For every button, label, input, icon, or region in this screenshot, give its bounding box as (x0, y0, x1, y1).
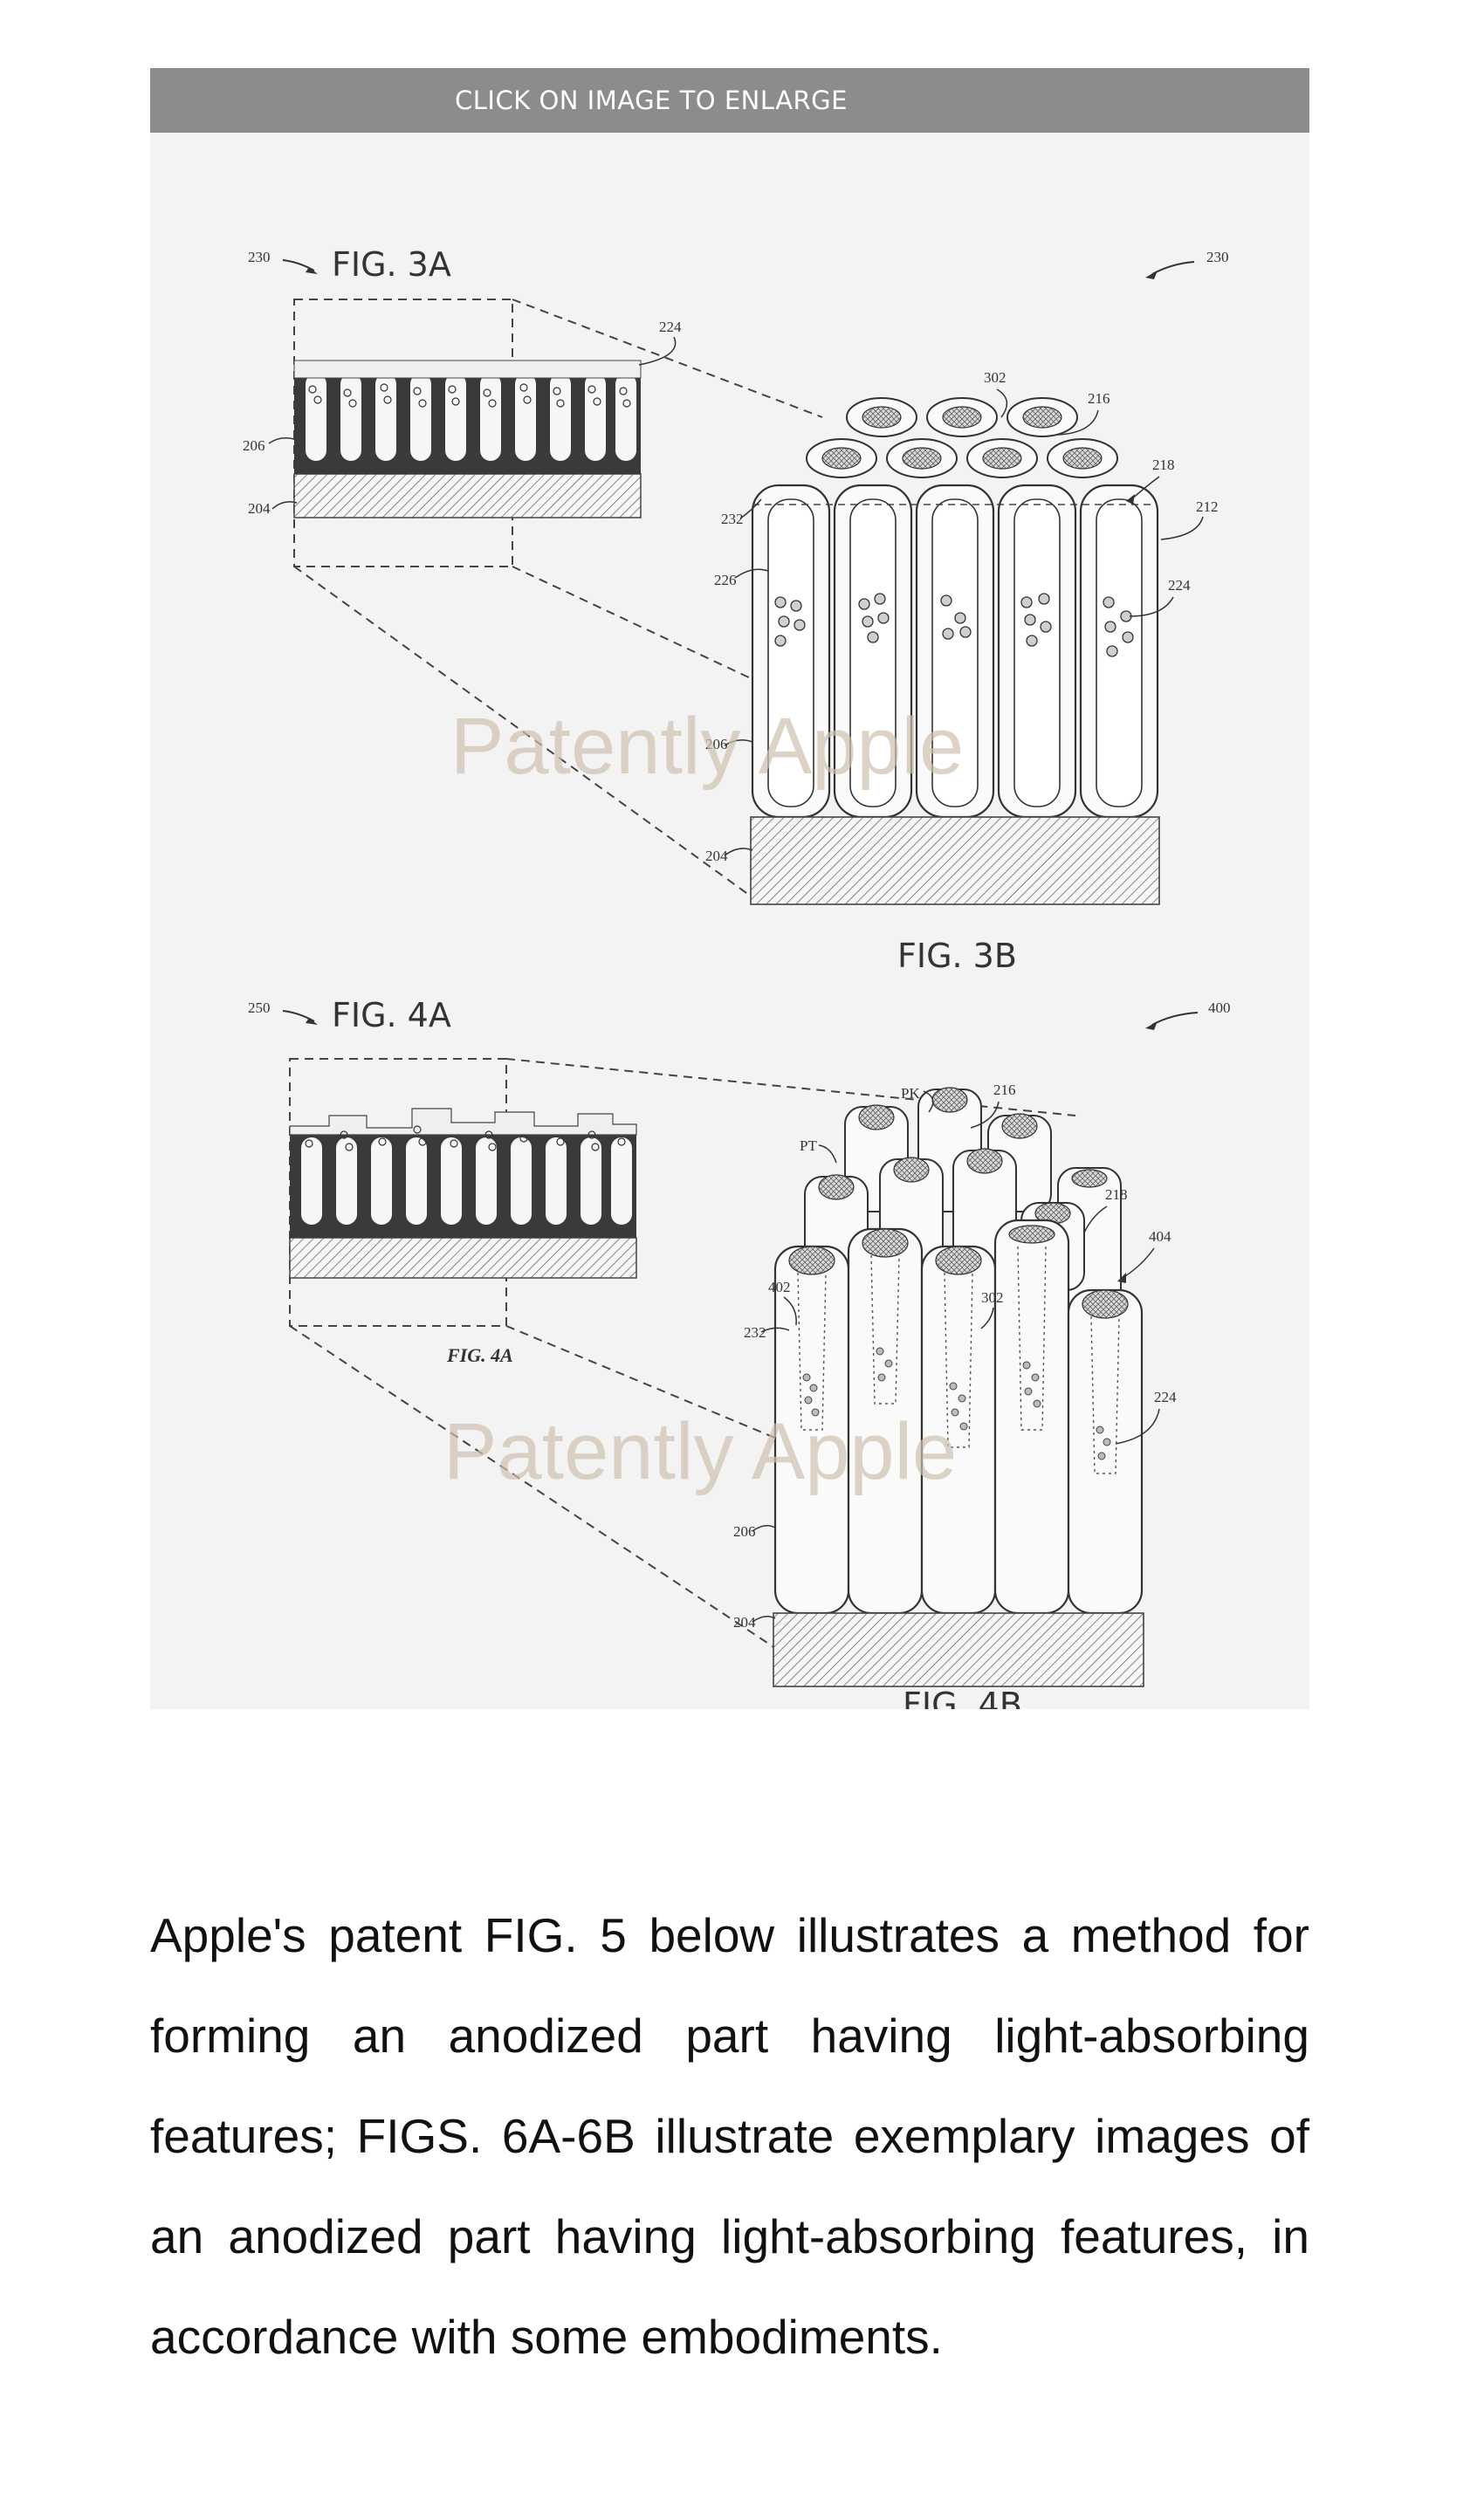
click-to-enlarge-label: CLICK ON IMAGE TO ENLARGE (455, 86, 848, 115)
fig-4b: 400 (733, 999, 1231, 1709)
ref-232-fig4b: 232 (744, 1324, 766, 1341)
ref-206-fig3b: 206 (705, 736, 728, 752)
fig-3b: 230 (705, 249, 1229, 975)
ref-230-fig3a: 230 (248, 249, 271, 265)
ref-230-fig3b: 230 (1206, 249, 1229, 265)
patent-drawing-svg: 230 FIG. 3A (243, 245, 1231, 1709)
ref-pt-fig4b: PT (800, 1137, 817, 1154)
ref-302-fig4b: 302 (981, 1289, 1004, 1306)
watermark-bottom: Patently Apple (443, 1407, 957, 1496)
ref-216-fig3b: 216 (1088, 390, 1110, 407)
ref-400-fig4b: 400 (1208, 999, 1231, 1016)
ref-226-fig3b: 226 (714, 572, 737, 588)
fig-3a: 230 FIG. 3A (243, 245, 823, 898)
fig-4a-caption: FIG. 4A (446, 1344, 513, 1366)
ref-216-fig4b: 216 (993, 1082, 1016, 1098)
ref-224-fig4b: 224 (1154, 1389, 1177, 1405)
ref-302-fig3b: 302 (984, 369, 1007, 386)
ref-204-fig3b: 204 (705, 848, 728, 864)
click-to-enlarge-banner[interactable]: CLICK ON IMAGE TO ENLARGE (150, 68, 1309, 133)
ref-232-fig3b: 232 (721, 511, 744, 527)
watermark-top: Patently Apple (450, 702, 964, 791)
ref-404-fig4b: 404 (1149, 1228, 1171, 1245)
fig-4a-title: FIG. 4A (332, 996, 451, 1034)
fig-4b-title: FIG. 4B (903, 1686, 1022, 1709)
fig-4a: 250 FIG. 4A (248, 996, 1076, 1649)
fig-3a-title: FIG. 3A (332, 245, 451, 284)
fig-3b-title: FIG. 3B (897, 937, 1017, 975)
ref-402-fig4b: 402 (768, 1279, 791, 1295)
ref-204-fig3a: 204 (248, 500, 271, 517)
ref-224-fig3a: 224 (659, 319, 682, 335)
ref-204-fig4b: 204 (733, 1614, 756, 1631)
ref-206-fig4b: 206 (733, 1523, 756, 1540)
ref-206-fig3a: 206 (243, 437, 265, 454)
article-paragraph: Apple's patent FIG. 5 below illustrates … (150, 1908, 1309, 2364)
patent-drawing-image[interactable]: 230 FIG. 3A (150, 133, 1309, 1709)
ref-224-fig3b: 224 (1168, 577, 1191, 594)
ref-218-fig3b: 218 (1152, 457, 1175, 473)
patent-figure-block: CLICK ON IMAGE TO ENLARGE 230 FIG. 3A (150, 68, 1309, 1709)
ref-250-fig4a: 250 (248, 999, 271, 1016)
ref-218-fig4b: 218 (1105, 1186, 1128, 1203)
ref-212-fig3b: 212 (1196, 498, 1219, 515)
ref-pk-fig4b: PK (901, 1085, 920, 1102)
